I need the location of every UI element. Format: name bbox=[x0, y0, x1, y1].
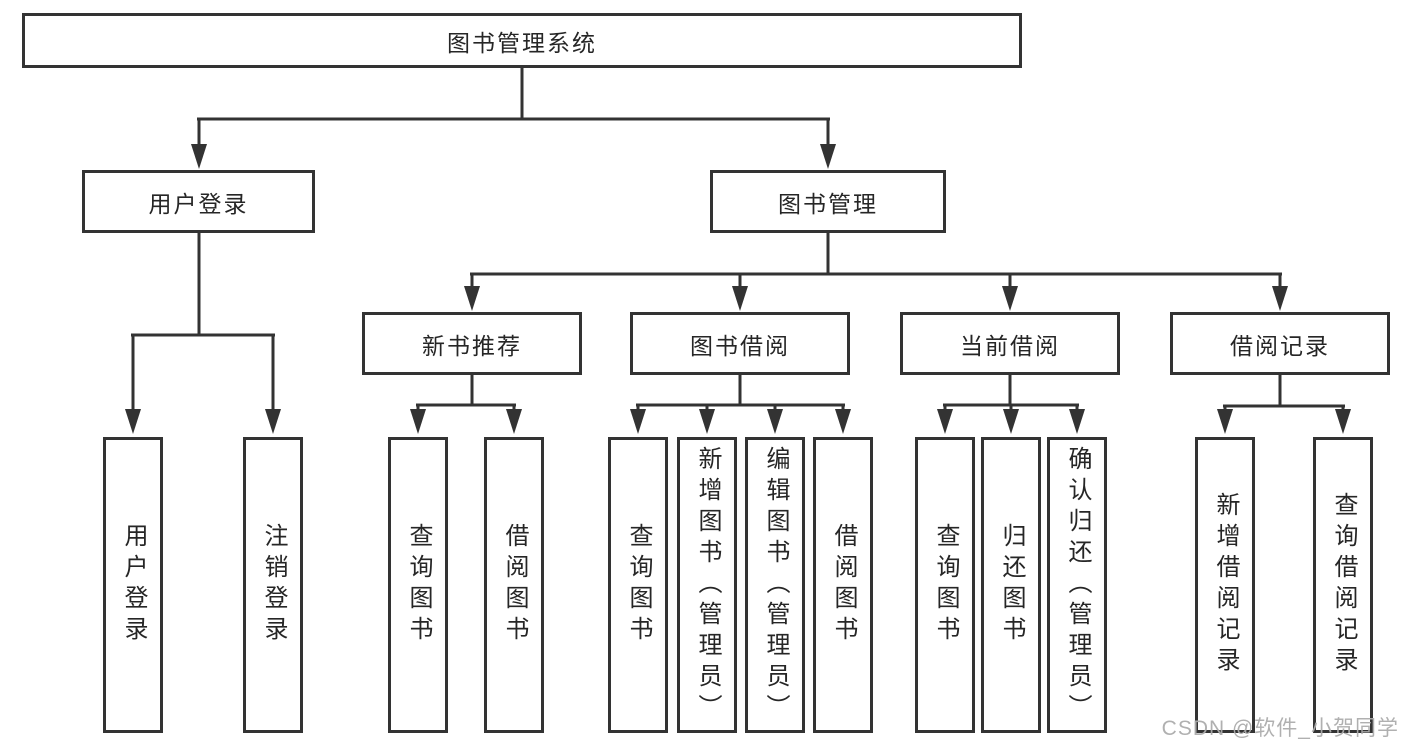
node-label: 图书管理 bbox=[778, 190, 878, 217]
node-book-borrow: 图书借阅 bbox=[630, 312, 850, 375]
node-user-login: 用户登录 bbox=[82, 170, 315, 233]
leaf-user-login: 用户登录 bbox=[103, 437, 163, 733]
leaf-label: 归还图书 bbox=[998, 523, 1025, 647]
leaf-borrow-query-books: 查询图书 bbox=[608, 437, 668, 733]
node-current-borrow: 当前借阅 bbox=[900, 312, 1120, 375]
leaf-label: 新增借阅记录 bbox=[1212, 492, 1239, 678]
leaf-recommend-query-books: 查询图书 bbox=[388, 437, 448, 733]
leaf-label: 新增图书（管理员） bbox=[694, 445, 721, 725]
leaf-records-query-record: 查询借阅记录 bbox=[1313, 437, 1373, 733]
leaf-records-add-record: 新增借阅记录 bbox=[1195, 437, 1255, 733]
leaf-label: 查询图书 bbox=[625, 523, 652, 647]
node-book-management: 图书管理 bbox=[710, 170, 946, 233]
node-label: 借阅记录 bbox=[1230, 332, 1330, 359]
leaf-current-return-books: 归还图书 bbox=[981, 437, 1041, 733]
leaf-label: 确认归还（管理员） bbox=[1064, 445, 1091, 725]
node-label: 当前借阅 bbox=[960, 332, 1060, 359]
leaf-current-confirm-return-admin: 确认归还（管理员） bbox=[1047, 437, 1107, 733]
leaf-label: 注销登录 bbox=[260, 523, 287, 647]
leaf-label: 用户登录 bbox=[120, 523, 147, 647]
leaf-recommend-borrow-books: 借阅图书 bbox=[484, 437, 544, 733]
node-label: 用户登录 bbox=[148, 190, 249, 217]
leaf-borrow-add-books-admin: 新增图书（管理员） bbox=[677, 437, 737, 733]
leaf-label: 查询图书 bbox=[405, 523, 432, 647]
leaf-logout: 注销登录 bbox=[243, 437, 303, 733]
leaf-borrow-edit-books-admin: 编辑图书（管理员） bbox=[745, 437, 805, 733]
leaf-borrow-borrow-books: 借阅图书 bbox=[813, 437, 873, 733]
node-new-book-recommend: 新书推荐 bbox=[362, 312, 582, 375]
node-label: 新书推荐 bbox=[422, 332, 522, 359]
leaf-label: 查询借阅记录 bbox=[1330, 492, 1357, 678]
leaf-label: 编辑图书（管理员） bbox=[762, 445, 789, 725]
node-root-book-management-system: 图书管理系统 bbox=[22, 13, 1022, 68]
leaf-label: 借阅图书 bbox=[830, 523, 857, 647]
node-label: 图书管理系统 bbox=[447, 29, 597, 56]
watermark: CSDN @软件_小贺同学 bbox=[1161, 717, 1399, 740]
leaf-label: 查询图书 bbox=[932, 523, 959, 647]
node-label: 图书借阅 bbox=[690, 332, 790, 359]
leaf-label: 借阅图书 bbox=[501, 523, 528, 647]
node-borrow-records: 借阅记录 bbox=[1170, 312, 1390, 375]
leaf-current-query-books: 查询图书 bbox=[915, 437, 975, 733]
